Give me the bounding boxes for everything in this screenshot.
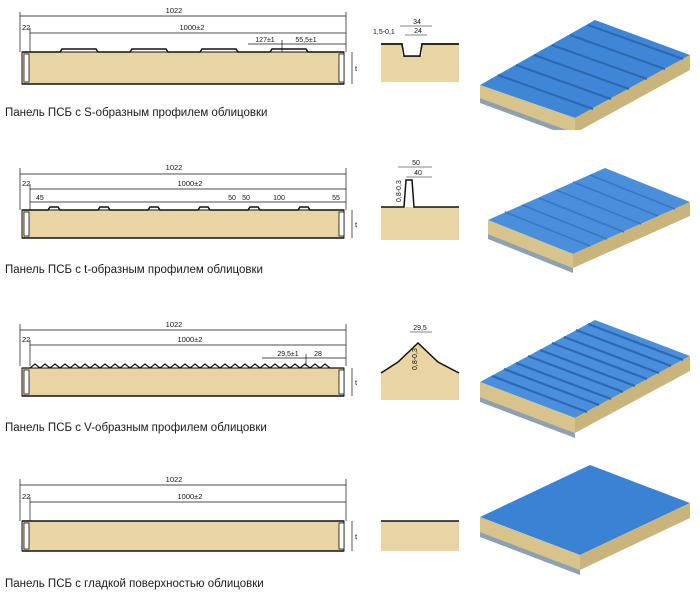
dim-label: 55,5±1 xyxy=(295,37,316,44)
dim-label: 28 xyxy=(314,351,322,358)
profile-dim: 24 xyxy=(414,28,422,35)
panel-caption: Панель ПСБ с t-образным профилем облицов… xyxy=(5,264,263,276)
total-width-label: 1022 xyxy=(166,163,183,172)
inner-width-label: 1000±2 xyxy=(180,23,205,32)
profile-outline xyxy=(381,179,459,208)
panel-smooth-drawing: 1022 1000±2 22 t xyxy=(19,465,690,575)
panel-smooth-3d-render xyxy=(480,465,690,575)
edge-label: 22 xyxy=(22,23,30,32)
total-width-label: 1022 xyxy=(166,6,183,15)
total-width-label: 1022 xyxy=(166,475,183,484)
thickness-label: t xyxy=(355,532,358,541)
edge-label: 22 xyxy=(22,179,30,188)
thickness-label: t xyxy=(355,378,358,387)
edge-label: 22 xyxy=(22,492,30,501)
panel-v-3d-render xyxy=(480,320,690,438)
panel-caption: Панель ПСБ с V-образным профилем облицов… xyxy=(5,422,267,434)
dim-label: 127±1 xyxy=(255,37,275,44)
panel-row-v: 1022 1000±2 22 29,5±1 28 t 29,5 0,8-0,3 xyxy=(0,310,700,450)
profile-dim: 50 xyxy=(412,160,420,167)
thickness-label: t xyxy=(355,64,358,73)
profile-dim: 1,5-0,1 xyxy=(373,29,395,36)
profile-dim: 0,8-0,3 xyxy=(412,348,419,370)
profile-dim: 40 xyxy=(414,170,422,177)
panel-s-drawing: 1022 1000±2 22 127±1 55,5±1 t 34 1,5-0,1… xyxy=(19,6,690,130)
profile-dim: 29,5 xyxy=(413,325,427,332)
panel-v-drawing: 1022 1000±2 22 29,5±1 28 t 29,5 0,8-0,3 xyxy=(19,320,690,438)
inner-width-label: 1000±2 xyxy=(178,335,203,344)
panel-caption: Панель ПСБ с S-образным профилем облицов… xyxy=(5,107,268,119)
panel-t-drawing: 1022 1000±2 22 45 50 50 100 55 t 50 40 0… xyxy=(19,160,690,273)
profile-outline xyxy=(380,341,460,374)
dim-label: 50 xyxy=(242,195,250,202)
dim-label: 55 xyxy=(332,195,340,202)
thickness-label: t xyxy=(355,220,358,229)
panel-caption: Панель ПСБ с гладкой поверхностью облицо… xyxy=(5,578,264,590)
dim-label: 50 xyxy=(228,195,236,202)
inner-width-label: 1000±2 xyxy=(178,179,203,188)
profile-dim: 0,8-0,3 xyxy=(396,180,403,202)
total-width-label: 1022 xyxy=(166,320,183,329)
inner-width-label: 1000±2 xyxy=(178,492,203,501)
dim-label: 45 xyxy=(36,195,44,202)
panel-row-t: 1022 1000±2 22 45 50 50 100 55 t 50 40 0… xyxy=(0,150,700,290)
panel-s-3d-render xyxy=(480,20,690,130)
panel-t-3d-render xyxy=(488,168,690,273)
panel-row-smooth: 1022 1000±2 22 t Панель ПСБ с гладкой по… xyxy=(0,465,700,599)
dim-label: 100 xyxy=(273,195,285,202)
panel-row-s: 1022 1000±2 22 127±1 55,5±1 t 34 1,5-0,1… xyxy=(0,0,700,130)
edge-label: 22 xyxy=(22,335,30,344)
profile-dim: 34 xyxy=(413,19,421,26)
dim-label: 29,5±1 xyxy=(277,351,298,358)
